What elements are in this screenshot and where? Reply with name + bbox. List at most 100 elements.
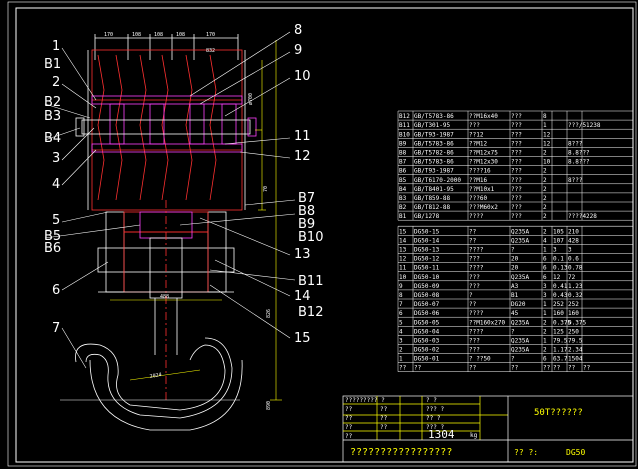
table-cell: 428 [568, 237, 579, 244]
table-cell: 7 [399, 301, 403, 308]
table-cell: ??? [511, 177, 522, 184]
top-dimensions: 170 108 108 108 170 832 ø700 70 488 826 … [104, 32, 272, 410]
dim-hook-inner: 2024 [149, 372, 162, 380]
table-cell: 1.23 [568, 283, 583, 290]
tb-mid-2: ?? ? [426, 415, 441, 422]
table-cell: ??M16 [469, 177, 487, 184]
table-cell: GB/T5783-86 [414, 140, 454, 147]
table-cell: 20 [511, 256, 519, 263]
table-header-cell: ?? [399, 365, 407, 372]
table-cell: ????16 [469, 168, 491, 175]
table-cell: ??M10x1 [469, 186, 495, 193]
part-labels-left: 1 2 3 4 5 6 7 B1 B2 B3 B4 B5 B6 [44, 39, 61, 336]
table-cell: DG50-02 [414, 347, 440, 354]
table-cell: ???? [469, 265, 484, 272]
table-cell: 14 [399, 237, 407, 244]
table-cell: ??? [511, 140, 522, 147]
b-label-6: B6 [44, 241, 61, 256]
table-cell: ????4228 [568, 213, 597, 220]
table-cell: 2 [543, 347, 547, 354]
table-cell: GB/T5782-86 [414, 150, 454, 157]
table-cell: ??? [511, 213, 522, 220]
table-cell: DG50-14 [414, 237, 440, 244]
tb-drawing-no-label: ?? ?: [514, 448, 538, 457]
part-label-4: 4 [52, 177, 60, 192]
tb-weight-unit: kg [470, 432, 478, 439]
table-header-cell: ?? [469, 365, 477, 372]
table-cell: 9 [399, 283, 403, 290]
dim-vertical: 826 [266, 309, 272, 318]
table-cell: ??? [511, 204, 522, 211]
part-label-15: 15 [294, 331, 311, 346]
table-cell: ??? [511, 168, 522, 175]
table-cell: DG50-15 [414, 228, 440, 235]
table-cell: B6 [399, 168, 407, 175]
part-labels-right: 8 9 10 11 12 13 14 15 B7 B8 B9 B10 B11 B… [294, 23, 323, 346]
table-cell: 2 [399, 347, 403, 354]
table-cell: 6 [399, 310, 403, 317]
part-label-1: 1 [52, 39, 60, 54]
title-block [342, 395, 634, 463]
table-cell: B9 [399, 140, 407, 147]
table-cell: DG50-07 [414, 301, 440, 308]
table-cell: 1 [543, 338, 547, 345]
outer-frame [7, 1, 637, 467]
drawing-frame [15, 7, 634, 463]
table-cell: 4 [399, 328, 403, 335]
part-label-11: 11 [294, 129, 311, 144]
table-cell: 1504 [568, 356, 583, 363]
table-cell: B11 [399, 122, 410, 129]
b-label-7: B7 [298, 191, 315, 206]
table-cell: ?? [469, 228, 477, 235]
tb-weight: 1304 [428, 428, 455, 441]
table-cell: 79.5 [568, 338, 583, 345]
table-cell: A3 [511, 283, 519, 290]
table-cell: 12 [543, 140, 551, 147]
table-cell: B4 [399, 186, 407, 193]
table-cell: GB/T93-1987 [414, 131, 454, 138]
table-cell: B5 [399, 177, 407, 184]
table-cell: ??M160x270 [469, 319, 506, 326]
table-header-cell: ?? [414, 365, 422, 372]
table-cell: ? [511, 247, 515, 254]
part-label-13: 13 [294, 247, 311, 262]
table-cell: 12 [553, 274, 561, 281]
dim-bottom-width: 488 [160, 294, 169, 300]
table-cell: 210 [568, 228, 579, 235]
part-label-8: 8 [294, 23, 302, 38]
table-cell: GB/T8401-95 [414, 186, 454, 193]
table-cell: DG50-04 [414, 328, 440, 335]
table-cell: 2 [543, 204, 547, 211]
part-label-5: 5 [52, 213, 60, 228]
table-cell: ??12 [469, 131, 484, 138]
table-cell: ???? [469, 328, 484, 335]
table-cell: ? [469, 292, 473, 299]
tb-row-3: ?? [345, 424, 353, 431]
table-cell: 8 [399, 292, 403, 299]
table-cell: ??? [469, 283, 480, 290]
tb-row-6: ?? [380, 415, 388, 422]
table-cell: 2 [543, 328, 547, 335]
part-label-6: 6 [52, 283, 60, 298]
table-cell: 2 [543, 319, 547, 326]
table-cell: DG50-10 [414, 274, 440, 281]
table-cell: B1 [511, 292, 519, 299]
table-cell: 0.375 [568, 319, 586, 326]
table-cell: ??? [469, 274, 480, 281]
b-label-11: B11 [298, 274, 323, 289]
table-cell: GB/1278 [414, 213, 440, 220]
dim-hook-vertical: 890 [266, 401, 272, 410]
dim-right-small: ø700 [248, 93, 254, 105]
tb-company: ????????????????? [350, 447, 452, 458]
table-cell: DG50-06 [414, 310, 440, 317]
table-cell: 13 [399, 247, 407, 254]
table-cell: Q235A [511, 319, 529, 326]
table-cell: 105 [553, 228, 564, 235]
table-cell: 1 [543, 247, 547, 254]
table-cell: B8 [399, 150, 407, 157]
tb-mid-3: ??? ? [426, 424, 444, 431]
table-cell: ??? [511, 150, 522, 157]
table-cell: 8 [543, 113, 547, 120]
b-label-4: B4 [44, 131, 61, 146]
